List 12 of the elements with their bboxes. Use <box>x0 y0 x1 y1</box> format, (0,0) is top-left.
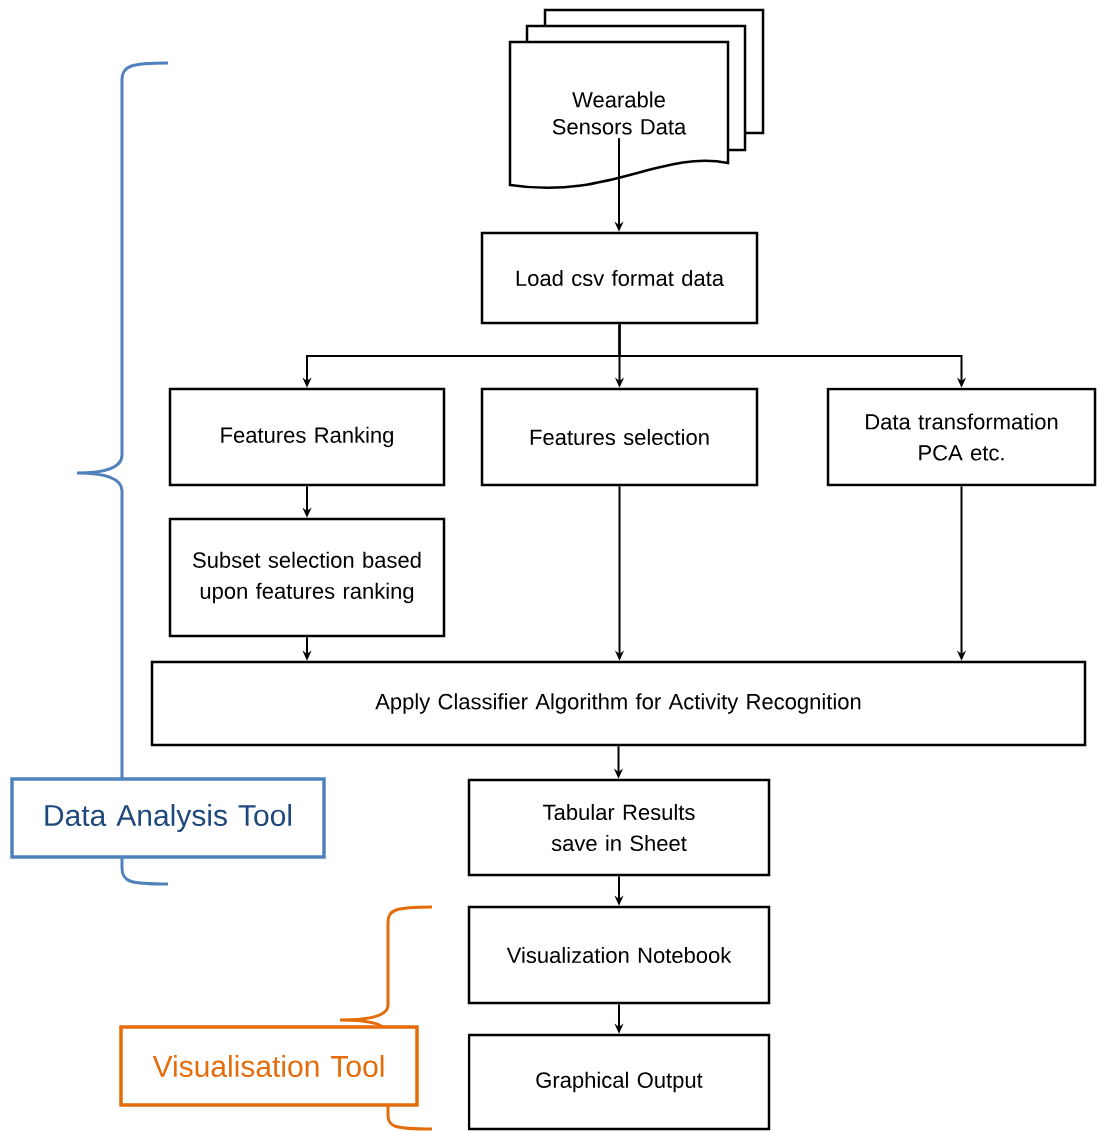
process-box: Features Ranking <box>168 387 446 487</box>
process-box: Apply Classifier Algorithm for Activity Recognition <box>150 660 1087 747</box>
process-box: Subset selection based upon features ranking <box>168 517 446 638</box>
process-box: Load csv format data <box>480 231 759 325</box>
process-box: Graphical Output <box>467 1033 771 1131</box>
process-box: Features selection <box>480 387 759 487</box>
document-stack: Wearable Sensors Data <box>508 8 765 189</box>
process-box: Data transformation PCA etc. <box>826 387 1097 487</box>
tool-label-box: Data Analysis Tool <box>10 777 326 859</box>
process-box: Visualization Notebook <box>467 905 771 1005</box>
process-box: Tabular Results save in Sheet <box>467 778 771 877</box>
tool-label-box: Visualisation Tool <box>119 1025 419 1107</box>
